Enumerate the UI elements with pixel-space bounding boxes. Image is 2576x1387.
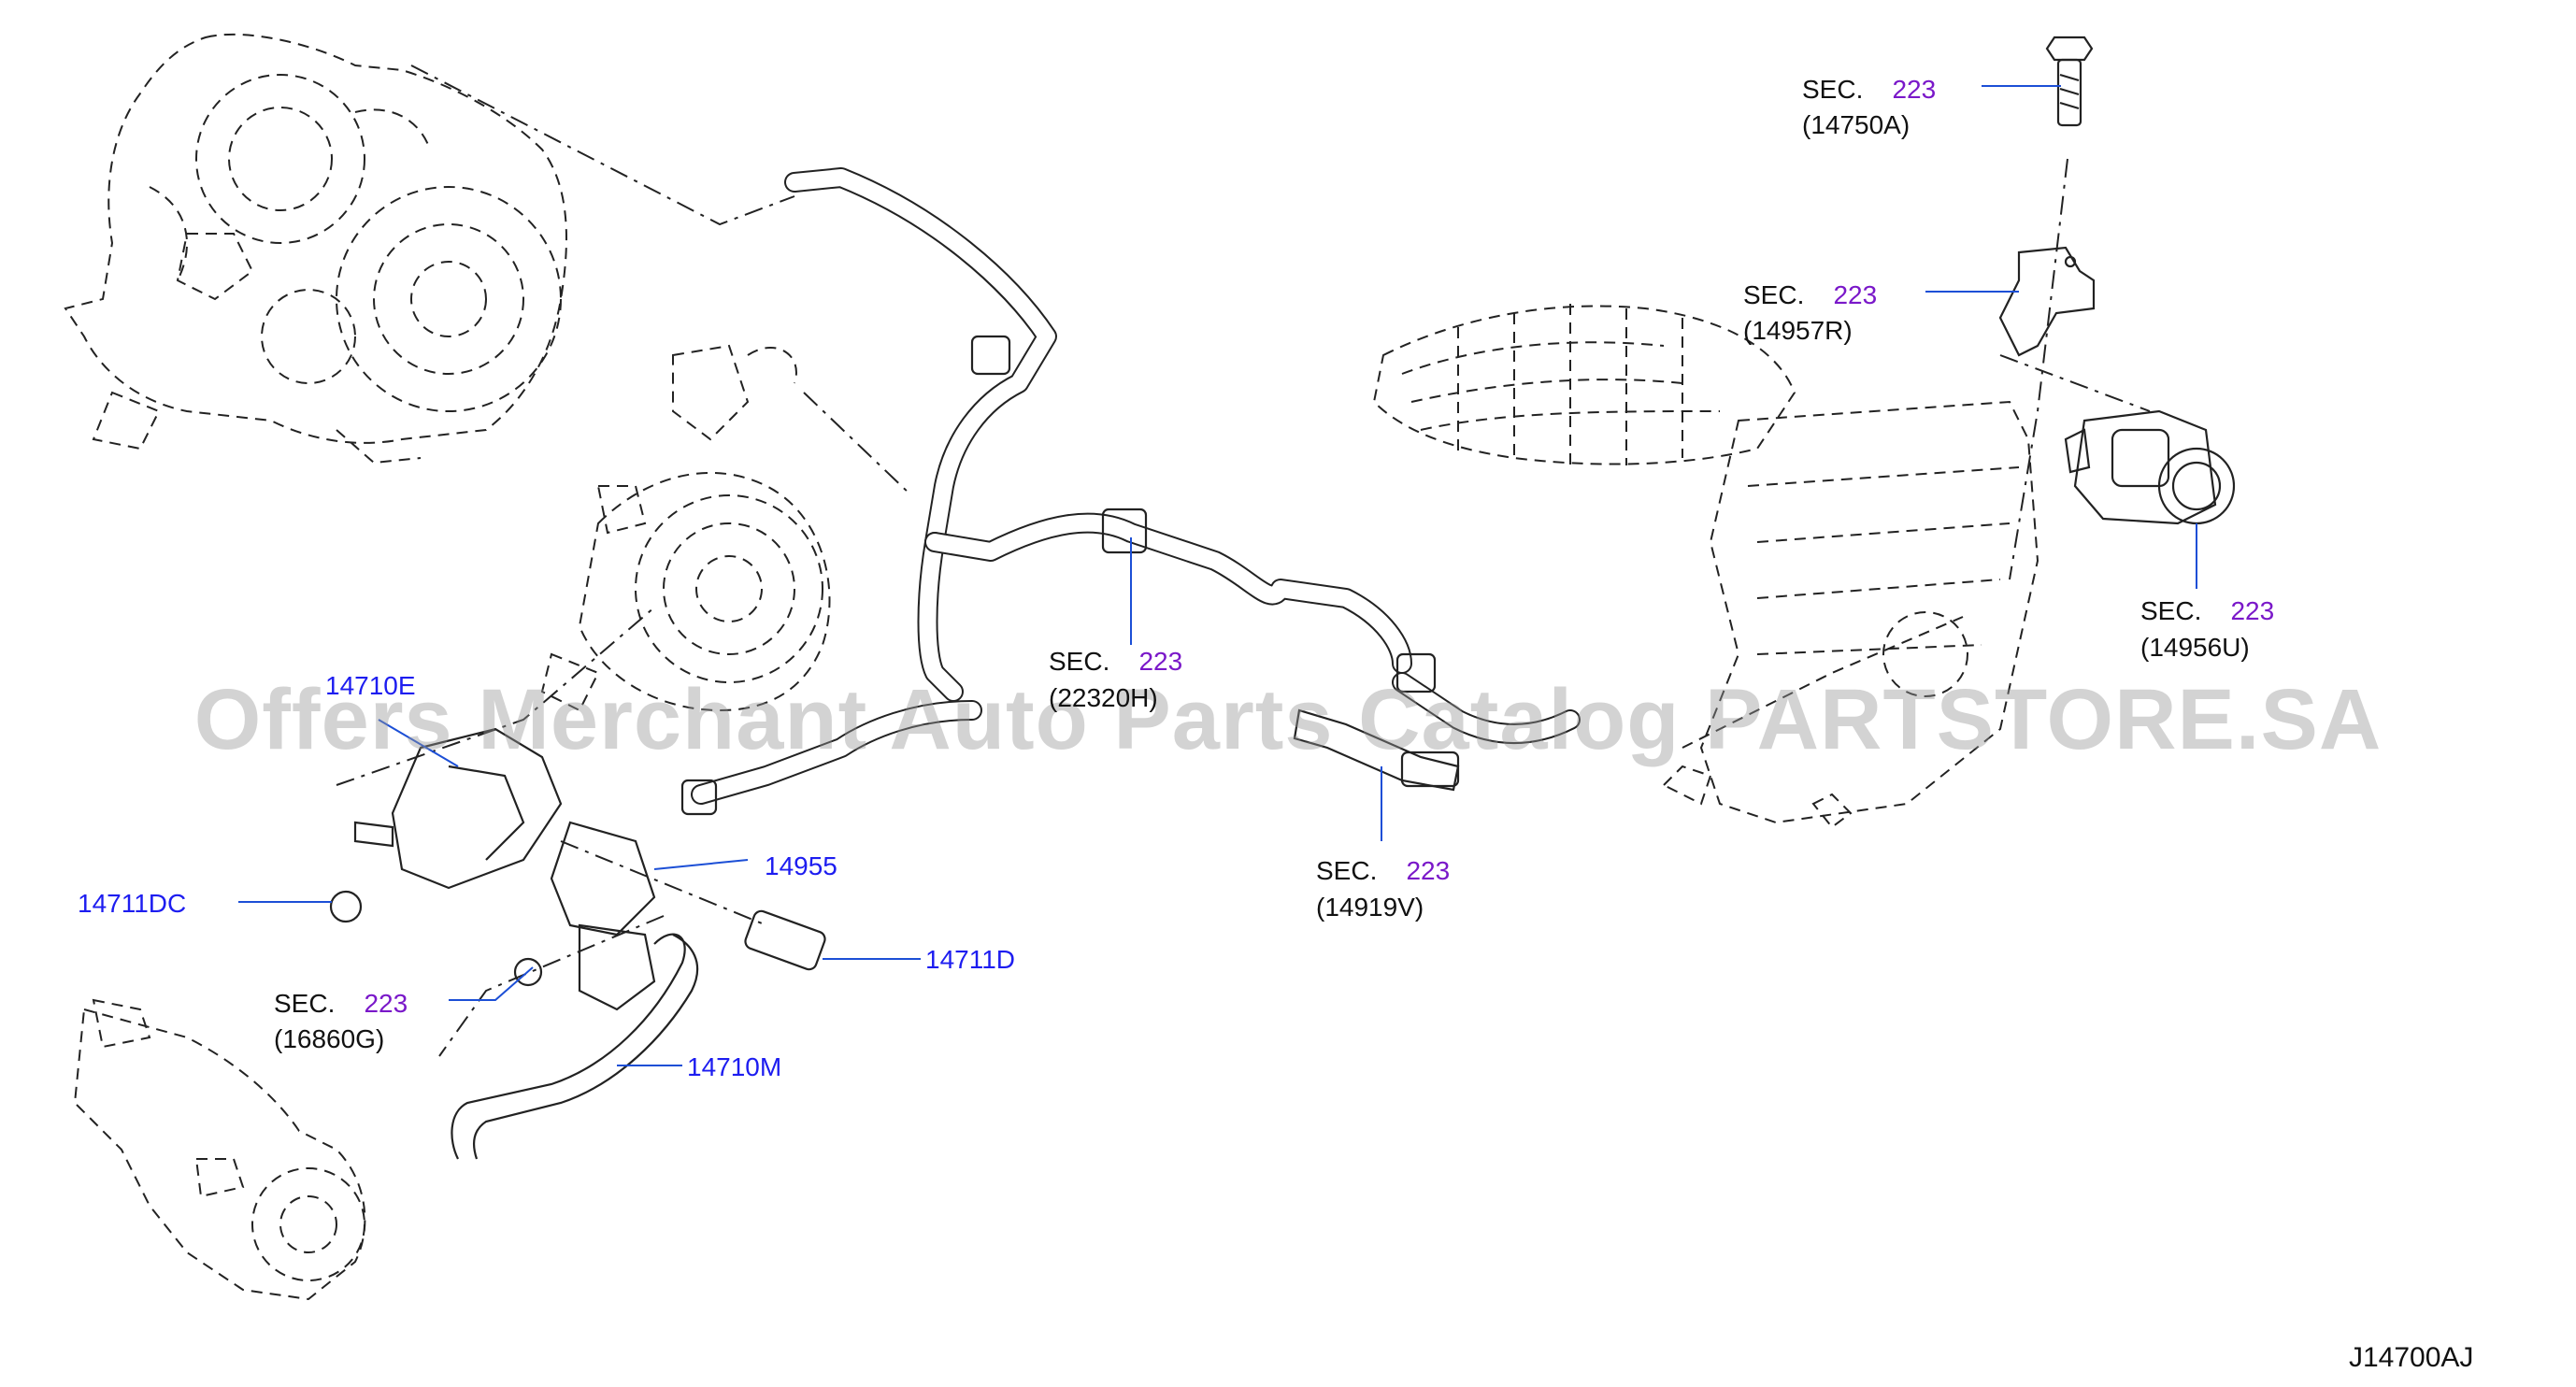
hose-assembly <box>680 167 1581 816</box>
alignment-line-5 <box>560 840 767 926</box>
throttle-chamber-center <box>540 344 831 712</box>
sec-label-14750a[interactable]: SEC. 223 <box>1802 77 1936 103</box>
alignment-line-4 <box>438 915 665 1057</box>
sec-label-14956u[interactable]: SEC. 223 <box>2140 598 2274 624</box>
diagram-code: J14700AJ <box>2349 1342 2474 1373</box>
sec-word: SEC. <box>1316 856 1378 885</box>
sec-word: SEC. <box>2140 596 2202 625</box>
ref-14750a: (14750A) <box>1802 110 1911 139</box>
throttle-body-14956u <box>2064 409 2236 525</box>
sec-number: 223 <box>1138 647 1183 676</box>
sec-word: SEC. <box>1049 647 1110 676</box>
sec-label-16860g[interactable]: SEC. 223 <box>274 991 408 1017</box>
intake-duct-right <box>1372 304 1796 467</box>
sec-label-22320h[interactable]: SEC. 223 <box>1049 649 1182 675</box>
label-14710m[interactable]: 14710M <box>687 1052 782 1081</box>
alignment-line-2 <box>803 392 912 496</box>
ref-14919v: (14919V) <box>1316 893 1424 922</box>
ref-14957r: (14957R) <box>1743 316 1853 345</box>
sec-number: 223 <box>1833 280 1878 309</box>
watermark: Offers Merchant Auto Parts Catalog PARTS… <box>193 672 2383 767</box>
label-14955[interactable]: 14955 <box>765 851 837 880</box>
alignment-line-1 <box>410 64 795 226</box>
sec-number: 223 <box>364 989 408 1018</box>
ref-16860g: (16860G) <box>274 1024 385 1053</box>
label-14711dc[interactable]: 14711DC <box>78 889 187 918</box>
sec-word: SEC. <box>274 989 336 1018</box>
alignment-line-6 <box>2009 158 2068 580</box>
ref-22320h: (22320H) <box>1049 683 1158 712</box>
intake-manifold-right <box>1662 400 2039 829</box>
engine-block-upper-left <box>64 33 567 465</box>
alignment-line-3 <box>336 607 655 786</box>
bolt-14750a <box>2045 36 2094 127</box>
label-14710e[interactable]: 14710E <box>325 671 416 700</box>
leader-14710e <box>378 719 459 767</box>
leader-14955 <box>653 859 749 870</box>
egr-valve-assembly <box>329 727 826 1160</box>
bracket-14919v <box>1293 708 1460 792</box>
sec-word: SEC. <box>1802 75 1864 104</box>
leader-16860g <box>449 966 534 1001</box>
engine-lower-left <box>73 998 366 1301</box>
label-14711d[interactable]: 14711D <box>925 945 1016 974</box>
sec-label-14957r[interactable]: SEC. 223 <box>1743 282 1877 308</box>
sec-number: 223 <box>1406 856 1451 885</box>
alignment-line-7 <box>1999 354 2151 412</box>
sec-number: 223 <box>1892 75 1937 104</box>
sec-word: SEC. <box>1743 280 1805 309</box>
bracket-14957r <box>1998 246 2096 357</box>
ref-14956u: (14956U) <box>2140 633 2250 662</box>
sec-label-14919v[interactable]: SEC. 223 <box>1316 858 1450 884</box>
sec-number: 223 <box>2230 596 2275 625</box>
